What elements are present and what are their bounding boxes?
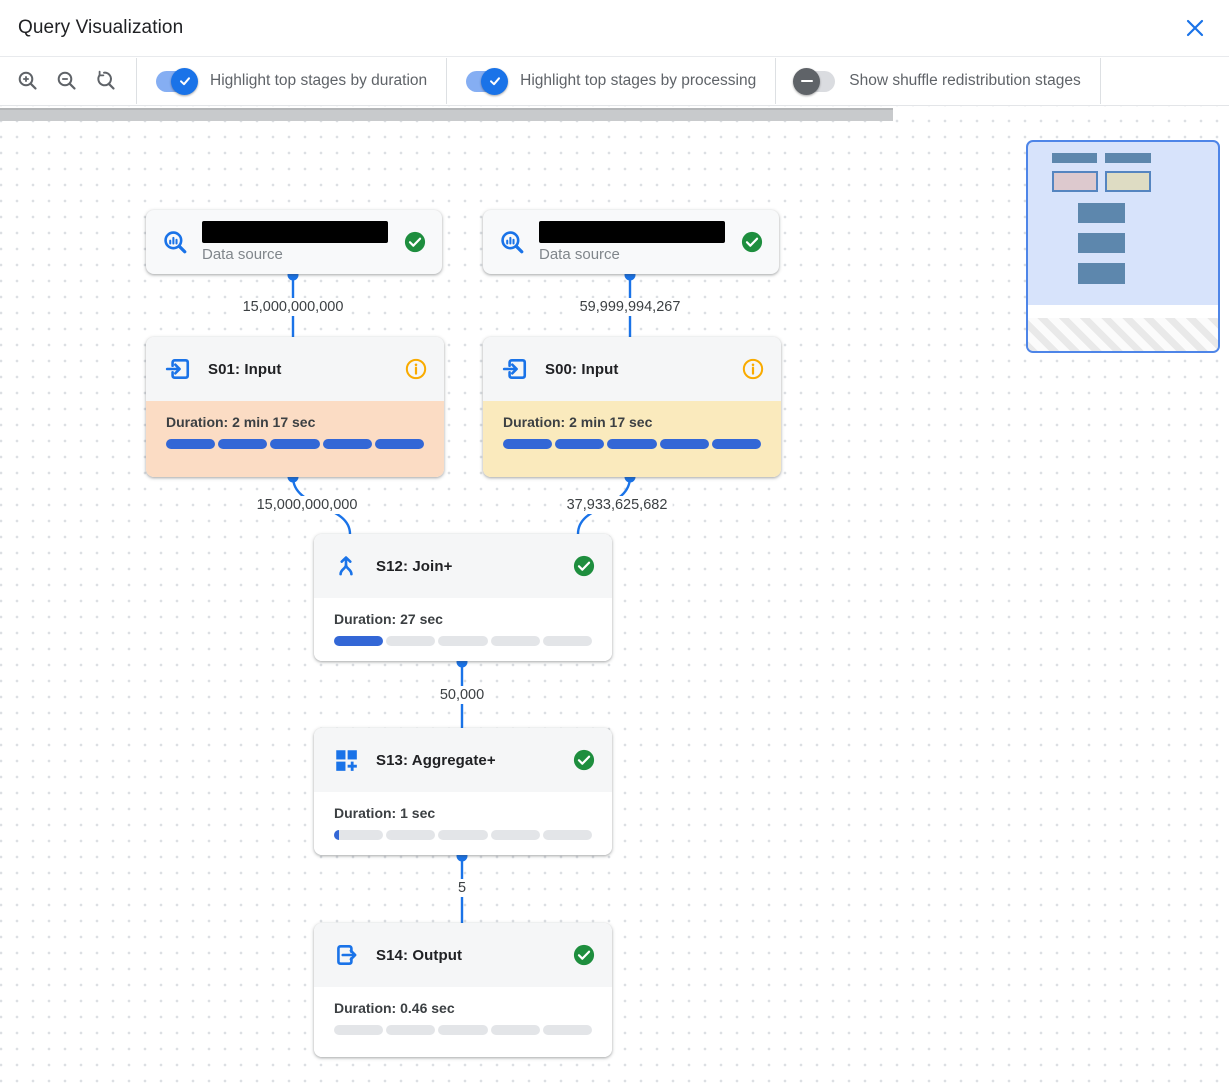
check-icon [179,77,190,86]
check-circle-icon [404,231,426,253]
toggle-shuffle-stages[interactable]: Show shuffle redistribution stages [776,67,1100,95]
minimap-node-datasource-2 [1105,153,1151,163]
input-icon [165,359,190,379]
horizontal-scrollbar-thumb[interactable] [0,108,893,121]
stage-title: S12: Join+ [376,557,453,575]
redacted-table-name [202,221,388,243]
duration-bar [334,1025,593,1035]
datasource-caption: Data source [202,246,283,263]
join-icon [339,556,353,576]
check-circle-icon [741,231,763,253]
zoom-controls [0,69,136,93]
edge-row-count: 59,999,994,267 [574,298,686,316]
toggle-highlight-duration[interactable]: Highlight top stages by duration [137,67,446,95]
minimap-empty-band [1028,305,1218,318]
toggle-switch[interactable] [156,67,198,95]
dialog-titlebar: Query Visualization [0,0,1229,57]
stage-duration: Duration: 27 sec [334,611,443,627]
datasource-icon [501,231,524,254]
duration-bar [334,636,593,646]
input-icon [502,359,527,379]
datasource-icon [164,231,187,254]
check-circle-icon [573,944,595,966]
zoom-reset-button[interactable] [94,69,118,93]
minimap-node-datasource-1 [1052,153,1097,163]
edge-row-count: 5 [452,879,472,897]
toolbar-divider [446,58,448,104]
toggle-highlight-processing[interactable]: Highlight top stages by processing [447,67,775,95]
stage-duration-panel: Duration: 27 sec [314,598,612,661]
page-title: Query Visualization [18,17,184,38]
edge-row-count: 15,000,000,000 [251,496,363,514]
toggle-switch[interactable] [466,67,509,95]
edge-row-count: 15,000,000,000 [237,298,349,316]
toggle-switch[interactable] [793,67,836,95]
minimap[interactable] [1026,140,1220,353]
aggregate-icon [336,750,357,771]
datasource-caption: Data source [539,246,620,263]
zoom-reset-icon [97,70,115,90]
stage-node-s01[interactable]: S01: Input Duration: 2 min 17 sec [146,337,444,477]
check-circle-icon [573,555,595,577]
toggle-label: Highlight top stages by duration [210,72,428,89]
zoom-out-button[interactable] [55,69,79,93]
zoom-out-icon [57,71,76,90]
check-icon [489,77,500,86]
close-button[interactable] [1181,14,1209,42]
toggle-label: Highlight top stages by processing [520,72,757,89]
stage-duration: Duration: 2 min 17 sec [503,414,653,430]
stage-duration-panel: Duration: 1 sec [314,792,612,855]
stage-title: S00: Input [545,360,619,378]
minimap-node-s01 [1052,171,1098,192]
stage-node-s12[interactable]: S12: Join+ Duration: 27 sec [314,534,612,661]
zoom-in-button[interactable] [16,69,40,93]
duration-bar [503,439,762,449]
edge-row-count: 50,000 [434,686,490,704]
toolbar-divider [1099,58,1101,104]
minimap-node-s14 [1078,263,1125,284]
stage-node-s13[interactable]: S13: Aggregate+ Duration: 1 sec [314,728,612,855]
toolbar-divider [136,58,137,104]
stage-duration-panel: Duration: 2 min 17 sec [483,401,781,477]
stage-duration: Duration: 0.46 sec [334,1000,455,1016]
datasource-node-2[interactable]: Data source [483,210,779,274]
toolbar-divider [775,58,777,104]
redacted-table-name [539,221,725,243]
minimap-node-s12 [1078,203,1125,223]
stage-node-s00[interactable]: S00: Input Duration: 2 min 17 sec [483,337,781,477]
edge-row-count: 37,933,625,682 [561,496,673,514]
stage-node-s14[interactable]: S14: Output Duration: 0.46 sec [314,923,612,1057]
close-icon [1186,19,1204,37]
stage-title: S13: Aggregate+ [376,751,496,769]
minimap-node-s13 [1078,233,1125,253]
datasource-node-1[interactable]: Data source [146,210,442,274]
stage-duration-panel: Duration: 0.46 sec [314,987,612,1057]
zoom-in-icon [18,71,37,90]
toggle-label: Show shuffle redistribution stages [849,72,1081,89]
duration-bar [166,439,425,449]
minimap-out-of-bounds-hatch [1028,318,1218,351]
stage-title: S01: Input [208,360,282,378]
minimap-node-s00 [1105,171,1151,192]
stage-duration-panel: Duration: 2 min 17 sec [146,401,444,477]
visualization-toolbar: Highlight top stages by duration Highlig… [0,57,1229,106]
stage-duration: Duration: 1 sec [334,805,436,821]
stage-title: S14: Output [376,946,463,964]
duration-bar [334,830,593,840]
output-icon [337,945,357,965]
graph-canvas[interactable]: 15,000,000,000 59,999,994,267 15,000,000… [0,106,1229,1090]
check-circle-icon [573,749,595,771]
info-icon[interactable] [405,358,427,380]
stage-duration: Duration: 2 min 17 sec [166,414,316,430]
minus-icon [800,79,813,83]
info-icon[interactable] [742,358,764,380]
